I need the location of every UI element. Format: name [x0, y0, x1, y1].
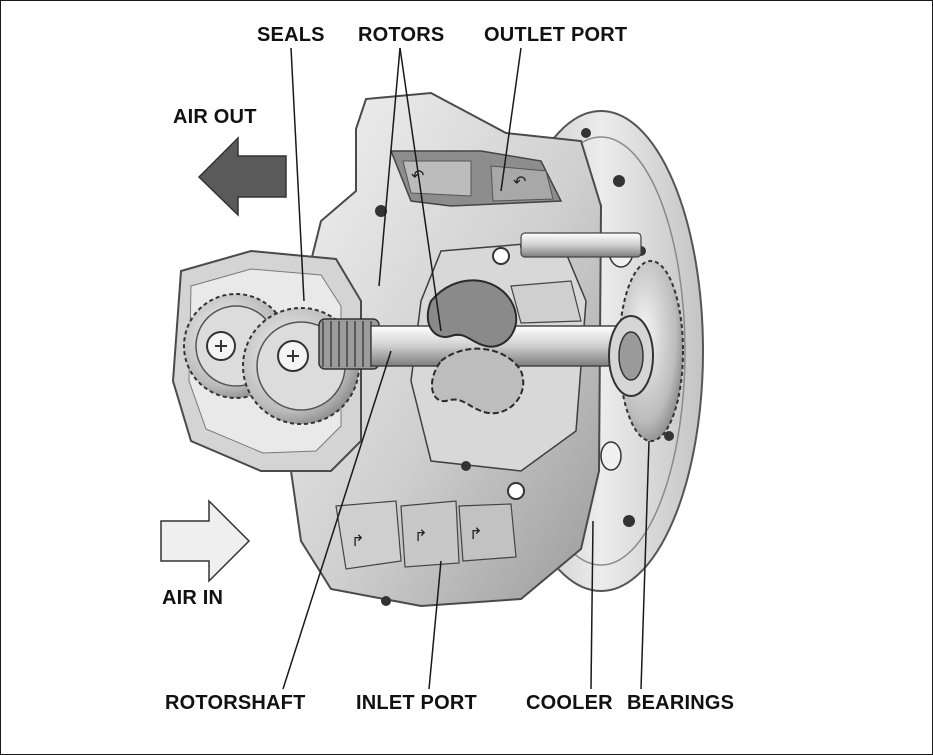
svg-text:↱: ↱	[351, 531, 364, 550]
leader-lines	[282, 47, 650, 690]
rotorshaft-label: ROTORSHAFT	[165, 692, 306, 714]
inlet-port-label: INLET PORT	[356, 692, 477, 714]
seals-label: SEALS	[257, 24, 325, 46]
bearing-assembly	[600, 234, 684, 471]
air-out-label: AIR OUT	[173, 106, 257, 128]
rotors	[426, 279, 582, 415]
bearings-label: BEARINGS	[627, 692, 735, 714]
svg-text:↶: ↶	[411, 166, 424, 185]
svg-text:↶: ↶	[513, 172, 526, 191]
svg-text:↱: ↱	[414, 526, 427, 545]
cooler-label: COOLER	[526, 692, 613, 714]
seal-rings	[318, 318, 380, 370]
upper-shaft	[520, 232, 642, 258]
outlet-port-label: OUTLET PORT	[484, 24, 628, 46]
arrow-left-icon	[197, 136, 287, 217]
air-in-label: AIR IN	[162, 587, 224, 609]
arrow-right-icon	[160, 499, 251, 583]
rotors-label: ROTORS	[358, 24, 445, 46]
svg-text:↱: ↱	[469, 524, 482, 543]
